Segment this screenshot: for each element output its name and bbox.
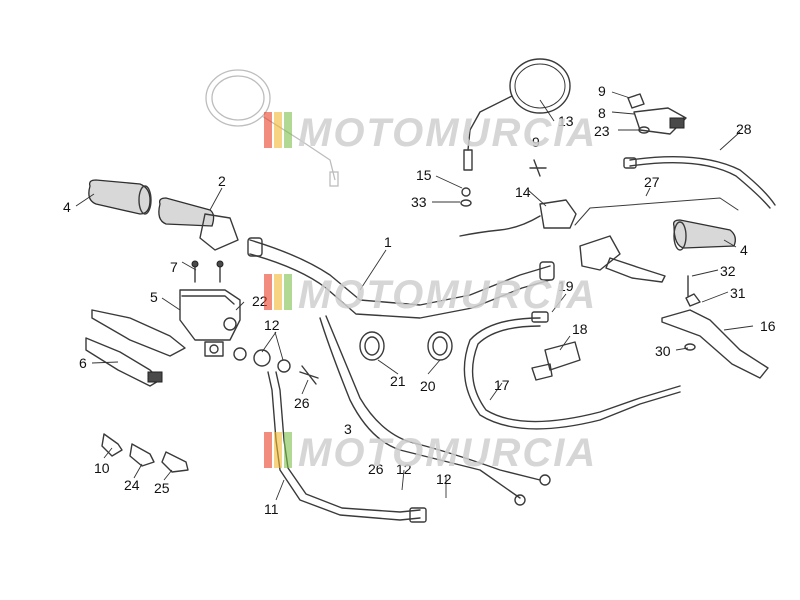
callout-10: 10 [94, 460, 110, 476]
callout-27: 27 [644, 174, 660, 190]
leader-lines [75, 91, 754, 501]
watermark-top: MOTOMURCIA [264, 111, 597, 155]
callout-5: 5 [150, 289, 158, 305]
callout-2: 2 [218, 173, 226, 189]
banjo-fittings [233, 347, 319, 385]
callout-9-small: 9 [532, 134, 540, 150]
callout-12-top: 12 [264, 317, 280, 333]
right-grip [672, 219, 736, 251]
callout-16: 16 [760, 318, 776, 334]
callout-21: 21 [390, 373, 406, 389]
small-fasteners [101, 433, 189, 473]
watermark-bottom: MOTOMURCIA [264, 431, 597, 475]
callout-labels: 1 2 3 4 4 5 6 7 8 9 9 10 11 12 12 12 13 … [63, 83, 776, 517]
clutch-lever [661, 275, 769, 379]
cable-clamps [359, 331, 453, 361]
callout-32: 32 [720, 263, 736, 279]
callout-30: 30 [655, 343, 671, 359]
callout-15: 15 [416, 167, 432, 183]
callout-8: 8 [598, 105, 606, 121]
left-grip [88, 179, 152, 215]
left-mirror-outline [205, 69, 339, 187]
callout-25: 25 [154, 480, 170, 496]
watermark-text-bottom: MOTOMURCIA [298, 431, 597, 475]
callout-24: 24 [124, 477, 140, 493]
clutch-cable [463, 311, 681, 430]
callout-19: 19 [558, 278, 574, 294]
watermark-text-middle: MOTOMURCIA [298, 273, 597, 317]
callout-12-right: 12 [436, 471, 452, 487]
callout-26: 26 [294, 395, 310, 411]
callout-33: 33 [411, 194, 427, 210]
callout-13: 13 [558, 113, 574, 129]
callout-4-left: 4 [63, 199, 71, 215]
callout-23: 23 [594, 123, 610, 139]
callout-12-mid: 12 [396, 461, 412, 477]
choke-cable [574, 197, 739, 226]
callout-1: 1 [384, 234, 392, 250]
throttle-cables [319, 315, 551, 506]
callout-4-right: 4 [740, 242, 748, 258]
callout-31: 31 [730, 285, 746, 301]
switch-housing [459, 187, 577, 237]
right-mirror [463, 58, 571, 171]
handlebar [247, 237, 555, 319]
callout-20: 20 [420, 378, 436, 394]
speedo-cable [623, 155, 776, 209]
watermark-text-top: MOTOMURCIA [298, 111, 597, 155]
callout-18: 18 [572, 321, 588, 337]
front-brake-lever [85, 309, 186, 387]
watermark-middle: MOTOMURCIA [264, 273, 597, 317]
brake-master-cylinder [179, 260, 241, 357]
callout-6: 6 [79, 355, 87, 371]
callout-28: 28 [736, 121, 752, 137]
front-brake-hose [267, 371, 427, 523]
callout-26-lower: 26 [368, 461, 384, 477]
throttle-grip [158, 197, 239, 251]
small-bolt-9 [529, 159, 547, 177]
callout-9: 9 [598, 83, 606, 99]
callout-11: 11 [264, 501, 279, 517]
callout-14: 14 [515, 184, 531, 200]
callout-7: 7 [170, 259, 178, 275]
callout-17: 17 [494, 377, 510, 393]
callout-3: 3 [344, 421, 352, 437]
clutch-lever-assembly [579, 235, 666, 283]
switch-unit [531, 341, 581, 381]
mirror-bracket [627, 93, 687, 135]
callout-22: 22 [252, 293, 268, 309]
